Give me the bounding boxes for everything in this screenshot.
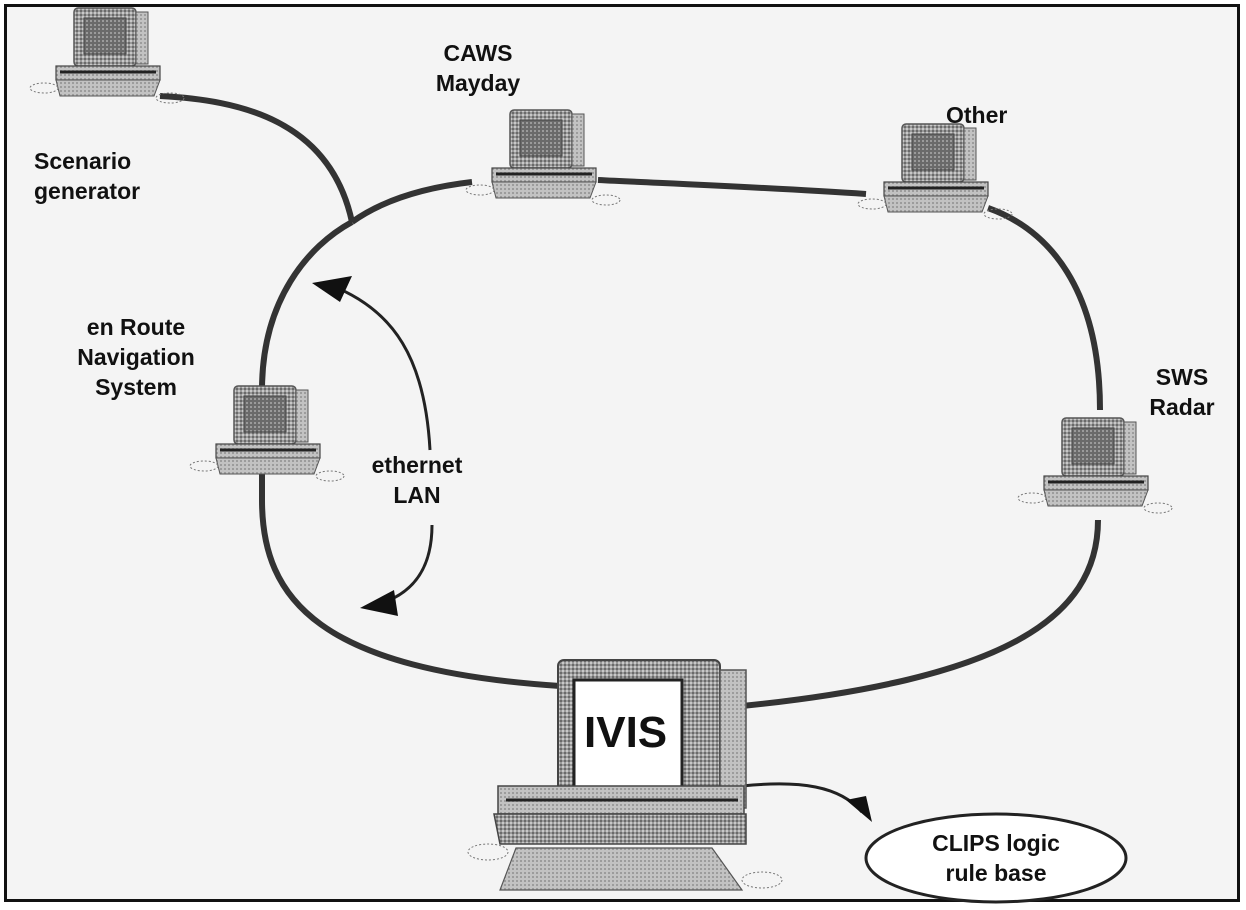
caws-mayday-label: CAWS Mayday <box>428 38 528 98</box>
label-line: LAN <box>393 482 441 508</box>
en-route-navigation-label: en Route Navigation System <box>66 312 206 402</box>
label-line: en Route <box>86 314 186 340</box>
clips-rule-base-label: CLIPS logic rule base <box>862 812 1130 904</box>
computer-workstation-icon <box>28 6 186 105</box>
label-line: CLIPS logic <box>932 830 1060 856</box>
ivis-screen-label: IVIS <box>584 708 668 757</box>
other-label: Other <box>946 102 1008 128</box>
label-line: System <box>95 374 177 400</box>
label-line: CAWS <box>443 40 513 66</box>
label-line: rule base <box>945 860 1047 886</box>
lan-arrows <box>312 276 872 822</box>
computer-workstation-icon <box>856 122 1014 221</box>
arrow-head-icon <box>360 590 398 616</box>
label-line: generator <box>34 178 141 204</box>
ethernet-lan-label: ethernet LAN <box>362 450 472 510</box>
arrow-head-icon <box>846 796 872 822</box>
computer-workstation-icon <box>1016 416 1174 515</box>
ethernet-ring <box>159 93 1103 709</box>
label-line: Mayday <box>435 70 521 96</box>
label-line: ethernet <box>371 452 463 478</box>
label-line: SWS <box>1155 364 1209 390</box>
sws-radar-label: SWS Radar <box>1142 362 1222 422</box>
label-line: Scenario <box>34 148 132 174</box>
scenario-generator-label: Scenario generator <box>34 146 140 206</box>
computer-workstation-icon <box>188 384 346 483</box>
arrow-head-icon <box>312 276 352 302</box>
label-line: Navigation <box>77 344 195 370</box>
clips-ellipse <box>864 812 1128 904</box>
computer-workstation-icon <box>464 108 622 207</box>
ivis-workstation-icon <box>467 659 783 891</box>
label-line: Radar <box>1149 394 1215 420</box>
